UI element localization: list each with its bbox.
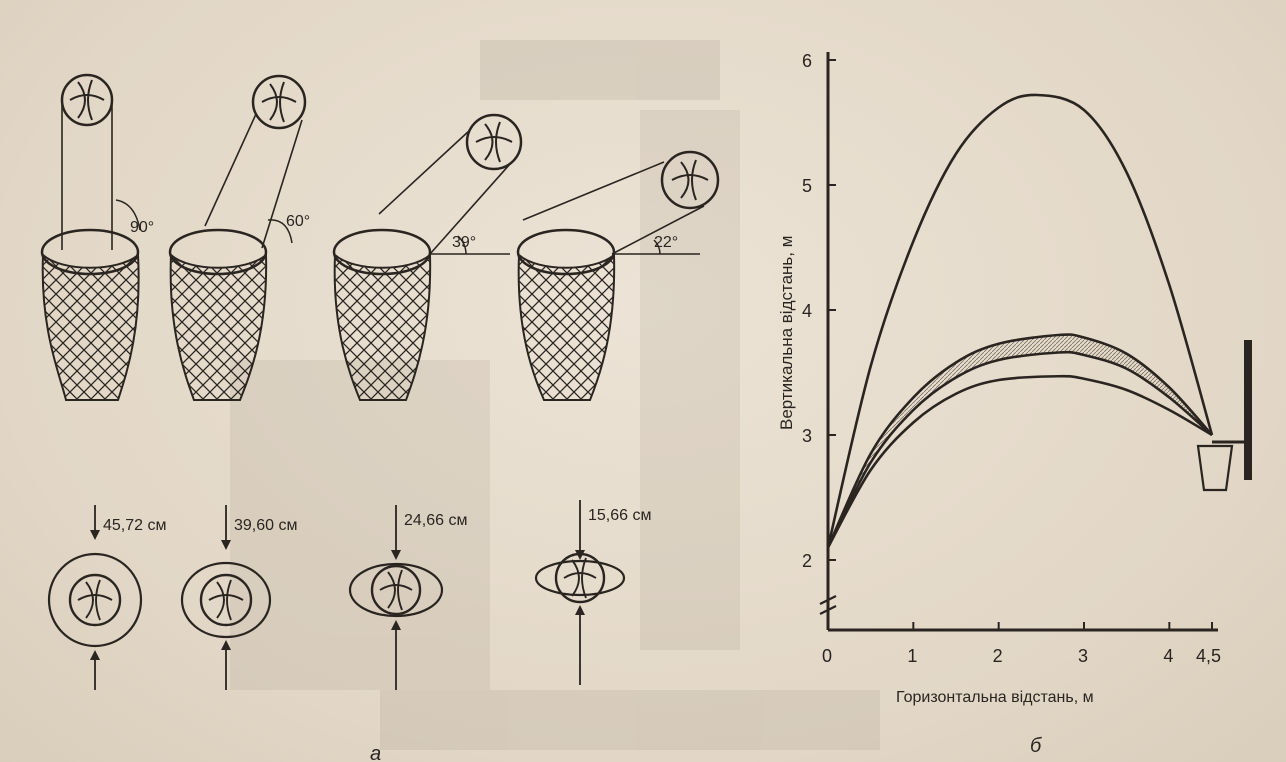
x-tick-label: 3 (1078, 646, 1088, 666)
ball-icon (554, 552, 606, 604)
x-ticks: 0 1 2 3 4 4,5 (822, 622, 1221, 666)
x-tick-label: 4,5 (1196, 646, 1221, 666)
angle-label-90: 90° (130, 219, 154, 236)
angle-label-39: 39° (452, 234, 476, 251)
ball-icon (465, 113, 523, 171)
ball-icon (251, 74, 307, 130)
panel-a-label: a (370, 743, 381, 762)
trajectory-line (826, 350, 1213, 549)
background-texture (230, 40, 880, 750)
opening-label-2: 39,60 см (234, 517, 297, 534)
trajectories (826, 93, 1214, 549)
y-ticks: 2 3 4 5 6 (802, 51, 836, 571)
opening-39: 24,66 см (348, 505, 467, 690)
hoop-outline (534, 559, 626, 597)
y-axis-label: Вертикальна відстань, м (777, 236, 796, 430)
hoop-22: 22° (516, 150, 720, 401)
opening-90: 45,72 см (47, 505, 166, 690)
y-tick-label: 2 (802, 551, 812, 571)
panel-a: 90° 60° 39° (40, 73, 720, 762)
hoop-90: 90° (40, 73, 154, 401)
angle-label-22: 22° (654, 234, 678, 251)
net-icon (169, 252, 268, 401)
hoop-outline (47, 552, 143, 648)
net-icon (333, 252, 432, 401)
net-icon (41, 252, 140, 401)
y-tick-label: 4 (802, 301, 812, 321)
ball-seams (671, 159, 709, 201)
ball-seams (69, 79, 105, 121)
ball-seams (475, 121, 513, 163)
trajectory-line (826, 93, 1214, 548)
hoop-outline (180, 561, 272, 639)
x-tick-label: 0 (822, 646, 832, 666)
x-tick-label: 1 (907, 646, 917, 666)
net-icon (517, 252, 616, 401)
panel-b-chart: 2 3 4 5 6 0 1 2 3 4 4,5 Вертикальна відстань, м Г… (777, 51, 1252, 757)
hoop-outline (348, 562, 444, 618)
opening-label-4: 15,66 см (588, 507, 651, 524)
ball-icon (199, 573, 253, 627)
ball-seams (261, 81, 297, 123)
y-tick-label: 3 (802, 426, 812, 446)
trajectory-line (826, 374, 1213, 549)
opening-label-3: 24,66 см (404, 512, 467, 529)
ball-icon (370, 564, 422, 616)
ball-icon (68, 573, 122, 627)
x-tick-label: 2 (993, 646, 1003, 666)
x-axis-label: Горизонтальна відстань, м (896, 689, 1094, 706)
trajectory-line (826, 333, 1213, 549)
y-tick-label: 5 (802, 176, 812, 196)
basket-icon (1196, 340, 1252, 492)
ball-icon (660, 150, 720, 210)
panel-b-label: б (1030, 735, 1042, 757)
hoop-39: 39° (332, 113, 523, 401)
opening-60: 39,60 см (180, 505, 297, 690)
opening-22: 15,66 см (534, 500, 651, 685)
hoop-60: 60° (168, 74, 310, 401)
x-tick-label: 4 (1163, 646, 1173, 666)
angle-label-60: 60° (286, 213, 310, 230)
opening-label-1: 45,72 см (103, 517, 166, 534)
axis-break-icon (819, 595, 837, 615)
y-tick-label: 6 (802, 51, 812, 71)
